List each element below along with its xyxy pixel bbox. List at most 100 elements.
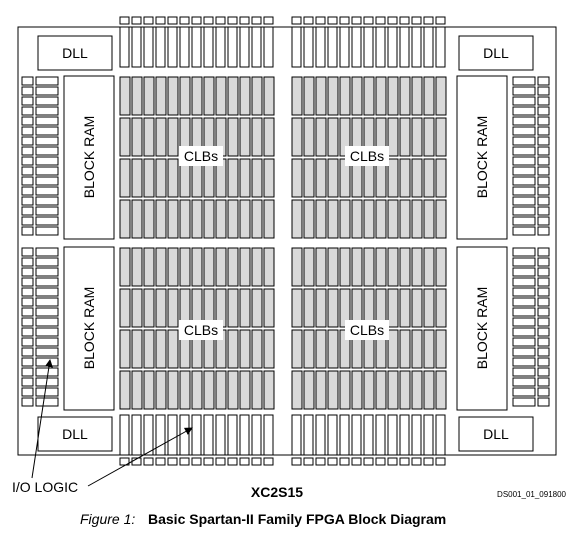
io-block (21, 267, 34, 277)
io-block (291, 457, 302, 466)
clb-cell (119, 117, 131, 157)
io-block (35, 176, 59, 186)
clb-cell (315, 247, 327, 287)
io-block (263, 457, 274, 466)
clb-cell (203, 247, 215, 287)
io-block (227, 457, 238, 466)
clb-cell (339, 370, 351, 410)
io-block (35, 126, 59, 136)
io-block (227, 16, 238, 25)
io-block (167, 414, 178, 456)
clb-cell (167, 288, 179, 328)
clb-cell (131, 117, 143, 157)
io-block (35, 267, 59, 277)
io-block (512, 247, 536, 257)
io-block (143, 414, 154, 456)
io-block (35, 307, 59, 317)
io-block (512, 106, 536, 116)
io-block (155, 16, 166, 25)
io-block (35, 156, 59, 166)
io-block (537, 156, 550, 166)
clb-label: CLBs (350, 322, 384, 338)
io-block (423, 26, 434, 68)
clb-cell (387, 247, 399, 287)
io-block (179, 16, 190, 25)
clb-cell (179, 247, 191, 287)
io-blocks-right (512, 76, 550, 407)
clb-cell (227, 117, 239, 157)
io-block (21, 307, 34, 317)
io-block (411, 414, 422, 456)
clb-cell (239, 370, 251, 410)
dll-bottom-left: DLL (37, 416, 113, 452)
clb-cell (327, 158, 339, 198)
io-block (303, 26, 314, 68)
io-block (399, 457, 410, 466)
clb-cell (327, 247, 339, 287)
io-block (35, 327, 59, 337)
clb-label-top-left: CLBs (179, 146, 223, 166)
io-block (21, 156, 34, 166)
io-block (227, 414, 238, 456)
clb-cell (239, 247, 251, 287)
io-block (512, 347, 536, 357)
clb-cell (435, 117, 447, 157)
clb-cell (191, 76, 203, 116)
io-block (21, 327, 34, 337)
clb-cell (399, 329, 411, 369)
io-block (411, 457, 422, 466)
clb-cell (155, 117, 167, 157)
clb-label: CLBs (350, 148, 384, 164)
io-block (327, 414, 338, 456)
clb-cell (203, 76, 215, 116)
clb-cell (131, 247, 143, 287)
io-block (131, 414, 142, 456)
clb-cell (411, 199, 423, 239)
clb-cell (303, 117, 315, 157)
device-label: XC2S15 (251, 484, 303, 500)
clb-cell (363, 76, 375, 116)
io-block (512, 196, 536, 206)
clb-cell (191, 370, 203, 410)
clb-cell (263, 370, 275, 410)
io-block (512, 357, 536, 367)
clb-cell (155, 370, 167, 410)
io-block (537, 367, 550, 377)
clb-label-top-right: CLBs (345, 146, 389, 166)
clb-cell (303, 288, 315, 328)
figure-caption-title: Basic Spartan-II Family FPGA Block Diagr… (148, 511, 446, 527)
io-block (21, 76, 34, 86)
io-block (363, 414, 374, 456)
io-block (21, 116, 34, 126)
clb-cell (155, 247, 167, 287)
io-block (327, 457, 338, 466)
clb-cell (263, 76, 275, 116)
io-block (191, 26, 202, 68)
clb-cell (215, 76, 227, 116)
dll-top-left: DLL (37, 35, 113, 71)
clb-cell (375, 247, 387, 287)
clb-cell (411, 117, 423, 157)
dll-label: DLL (483, 45, 509, 61)
block-ram-label: BLOCK RAM (474, 116, 490, 198)
io-block (21, 257, 34, 267)
clb-cell (291, 117, 303, 157)
clb-cell (315, 199, 327, 239)
clb-cell (179, 199, 191, 239)
clb-cell (291, 247, 303, 287)
io-block (21, 146, 34, 156)
clb-cell (387, 117, 399, 157)
clb-cell (399, 247, 411, 287)
io-block (215, 16, 226, 25)
clb-cell (399, 370, 411, 410)
io-block (191, 16, 202, 25)
clb-cell (239, 158, 251, 198)
io-block (21, 196, 34, 206)
clb-cell (203, 199, 215, 239)
clb-cell (131, 76, 143, 116)
clb-cell (143, 247, 155, 287)
io-block (512, 277, 536, 287)
io-block (21, 377, 34, 387)
io-block (21, 186, 34, 196)
clb-cell (291, 288, 303, 328)
